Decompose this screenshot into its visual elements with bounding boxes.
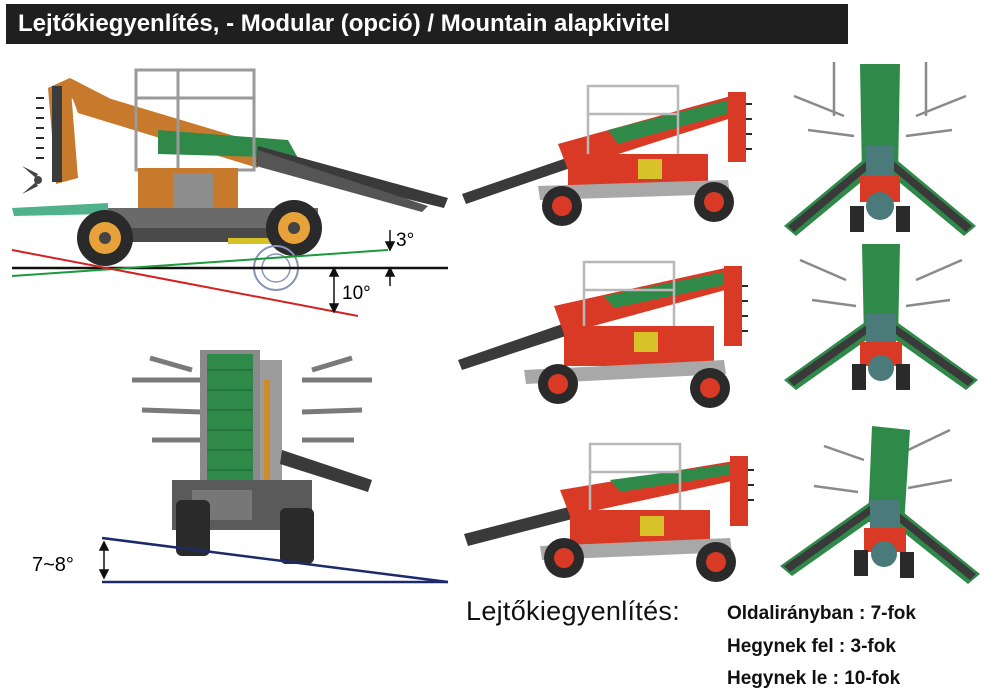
uphill-angle-label: 3° [396, 230, 415, 251]
red-machine-front-view-3 [774, 416, 986, 594]
red-machine-front-view-1 [774, 56, 986, 240]
red-machine-front-view-2 [776, 240, 986, 398]
red-machine-side-view-2 [454, 256, 754, 416]
lateral-angle-label: 7~8° [32, 554, 74, 576]
red-machine-side-view-1 [458, 74, 758, 234]
rear-view-illustration [72, 340, 450, 590]
summary-line-lateral: Oldalirányban : 7-fok [727, 603, 916, 624]
downhill-angle-label: 10° [342, 283, 371, 304]
side-view-illustration [8, 58, 448, 320]
summary-line-downhill: Hegynek le : 10-fok [727, 668, 901, 689]
red-machine-side-view-3 [460, 430, 760, 590]
summary-heading: Lejtőkiegyenlítés: [466, 596, 681, 626]
page-title: Lejtőkiegyenlítés, - Modular (opció) / M… [6, 4, 848, 44]
summary-line-uphill: Hegynek fel : 3-fok [727, 636, 896, 657]
